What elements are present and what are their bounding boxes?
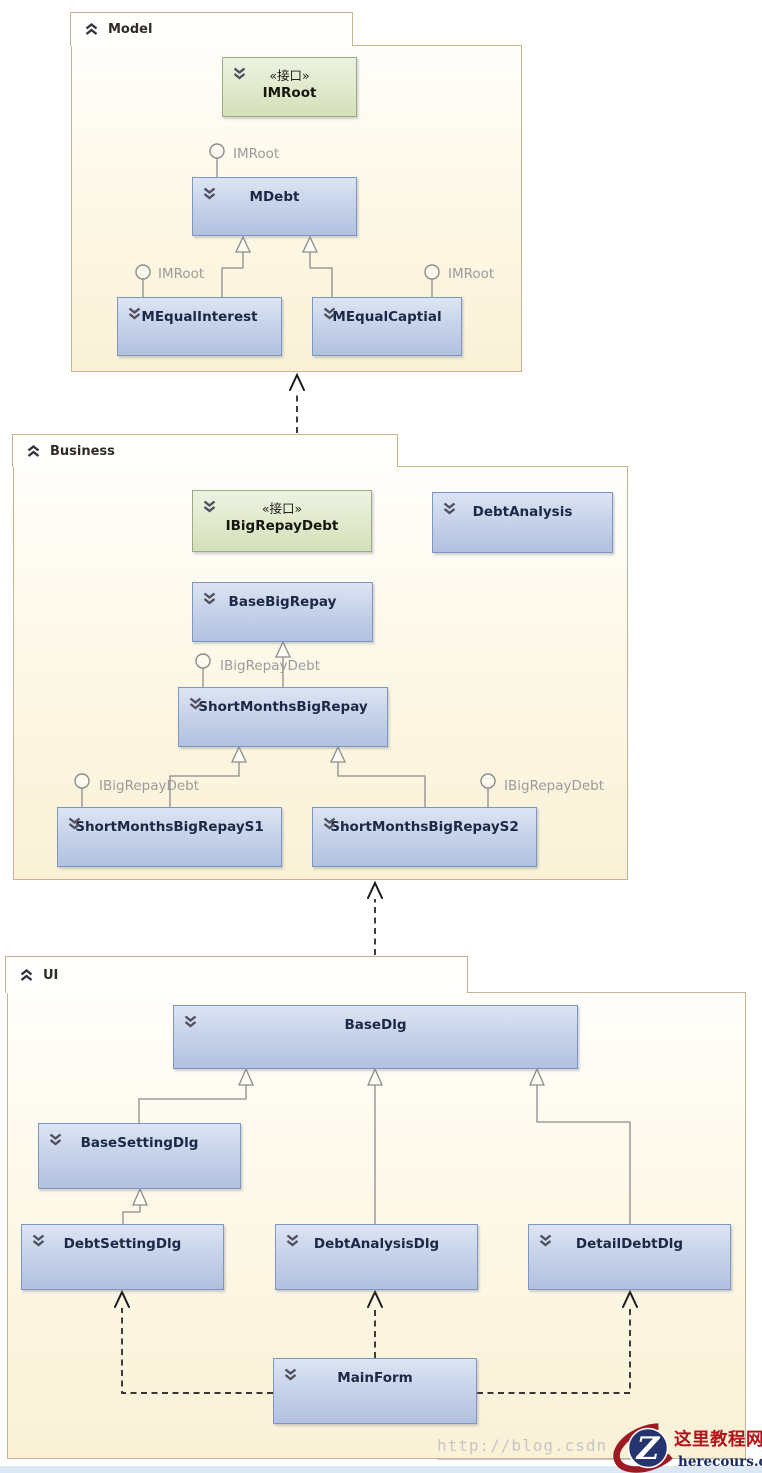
chevron-down-icon (323, 817, 336, 830)
chevron-down-icon (203, 500, 216, 513)
dependency-mainform-debtanalysisdlg (367, 1289, 383, 1358)
generalization-s2-shortmonthsbigrepay (329, 745, 426, 807)
lollipop-label: IBigRepayDebt (504, 778, 605, 794)
dependency-ui-business (367, 880, 383, 955)
generalization-shortmonthsbigrepay-basebigrepay (274, 640, 292, 687)
lollipop-interface-s1 (74, 773, 90, 807)
logo-circle (627, 1427, 669, 1469)
chevron-down-icon (32, 1234, 45, 1247)
interface-name: IMRoot (262, 85, 317, 101)
lollipop-interface-shortmonthsbigrepay (195, 653, 211, 687)
site-logo-graphic: Z 这里教程网 herecours.com (613, 1423, 762, 1473)
generalization-mequalinterest-mdebt (221, 235, 252, 297)
chevron-up-icon (27, 444, 40, 457)
class-name: ShortMonthsBigRepayS1 (75, 819, 264, 835)
chevron-down-icon (203, 187, 216, 200)
interface-stereotype: «接口» (261, 501, 303, 516)
class-box-mdebt: MDebt (192, 177, 357, 236)
package-ui-label: UI (43, 967, 59, 983)
chevron-down-icon (184, 1015, 197, 1028)
lollipop-label: IMRoot (448, 266, 495, 282)
interface-name: IBigRepayDebt (225, 518, 339, 534)
lollipop-interface-mequalcaptial (424, 264, 440, 297)
class-name: MEqualCaptial (332, 309, 442, 325)
chevron-down-icon (539, 1234, 552, 1247)
interface-box-imroot: «接口» IMRoot (222, 57, 357, 117)
class-name: ShortMonthsBigRepay (198, 699, 368, 715)
chevron-down-icon (323, 307, 336, 320)
class-box-basedlg: BaseDlg (173, 1005, 578, 1069)
class-box-debtanalysisdlg: DebtAnalysisDlg (275, 1224, 478, 1290)
lollipop-label: IBigRepayDebt (220, 658, 321, 674)
chevron-down-icon (203, 592, 216, 605)
lollipop-label: IMRoot (158, 266, 205, 282)
class-box-shortmonthsbigrepays2: ShortMonthsBigRepayS2 (312, 807, 537, 867)
class-name: BaseSettingDlg (80, 1135, 199, 1151)
class-name: BaseBigRepay (228, 594, 337, 610)
generalization-s1-shortmonthsbigrepay (169, 745, 248, 807)
generalization-debtanalysisdlg-basedlg (367, 1067, 383, 1224)
logo-monogram: Z (635, 1431, 661, 1467)
class-name: MEqualInterest (141, 309, 258, 325)
generalization-mequalcaptial-mdebt (301, 235, 333, 297)
class-box-debtsettingdlg: DebtSettingDlg (21, 1224, 224, 1290)
class-box-basesettingdlg: BaseSettingDlg (38, 1123, 241, 1189)
lollipop-interface-mdebt (209, 143, 225, 177)
package-model-label: Model (108, 22, 153, 37)
interface-box-ibigrepaydebt: «接口» IBigRepayDebt (192, 490, 372, 552)
generalization-detaildebtdlg-basedlg (529, 1067, 631, 1224)
chevron-down-icon (189, 697, 202, 710)
dependency-business-model (289, 372, 305, 433)
class-box-shortmonthsbigrepay: ShortMonthsBigRepay (178, 687, 388, 747)
class-box-basebigrepay: BaseBigRepay (192, 582, 373, 642)
generalization-basesettingdlg-basedlg (138, 1067, 254, 1123)
chevron-up-icon (20, 968, 33, 981)
interface-stereotype: «接口» (269, 68, 310, 83)
class-name: DebtAnalysisDlg (313, 1236, 440, 1252)
class-name: DebtAnalysis (472, 504, 573, 520)
chevron-down-icon (443, 502, 456, 515)
dependency-mainform-detaildebtdlg (477, 1289, 638, 1394)
bottom-edge-strip (0, 1466, 762, 1473)
class-box-debtanalysis: DebtAnalysis (432, 492, 613, 553)
chevron-down-icon (286, 1234, 299, 1247)
package-ui-tab: UI (5, 956, 468, 993)
class-box-detaildebtdlg: DetailDebtDlg (528, 1224, 731, 1290)
generalization-debtsettingdlg-basesettingdlg (122, 1187, 148, 1224)
class-box-mequalinterest: MEqualInterest (117, 297, 282, 356)
class-box-shortmonthsbigrepays1: ShortMonthsBigRepayS1 (57, 807, 282, 867)
chevron-down-icon (49, 1133, 62, 1146)
chevron-up-icon (85, 23, 98, 35)
lollipop-interface-mequalinterest (135, 264, 151, 297)
chevron-down-icon (128, 307, 141, 320)
class-box-mequalcaptial: MEqualCaptial (312, 297, 462, 356)
class-name: DebtSettingDlg (63, 1236, 182, 1252)
class-box-mainform: MainForm (273, 1358, 477, 1424)
class-name: MDebt (249, 189, 300, 205)
site-logo: Z 这里教程网 herecours.com (612, 1398, 762, 1473)
chevron-down-icon (233, 67, 246, 80)
logo-site-domain: herecours.com (678, 1454, 762, 1470)
class-name: BaseDlg (344, 1017, 407, 1033)
class-name: MainForm (337, 1370, 413, 1386)
chevron-down-icon (284, 1368, 297, 1381)
lollipop-interface-s2 (480, 773, 496, 807)
logo-site-name: 这里教程网 (674, 1429, 762, 1450)
chevron-down-icon (68, 817, 81, 830)
blog-watermark-text: http://blog.csdn (437, 1436, 651, 1460)
package-business-tab: Business (12, 434, 398, 467)
package-business-label: Business (50, 443, 115, 459)
class-name: DetailDebtDlg (575, 1236, 684, 1252)
lollipop-label: IBigRepayDebt (99, 778, 200, 794)
package-model-tab: Model (70, 12, 353, 46)
lollipop-label: IMRoot (233, 146, 280, 162)
class-name: ShortMonthsBigRepayS2 (330, 819, 519, 835)
dependency-mainform-debtsettingdlg (114, 1289, 273, 1394)
